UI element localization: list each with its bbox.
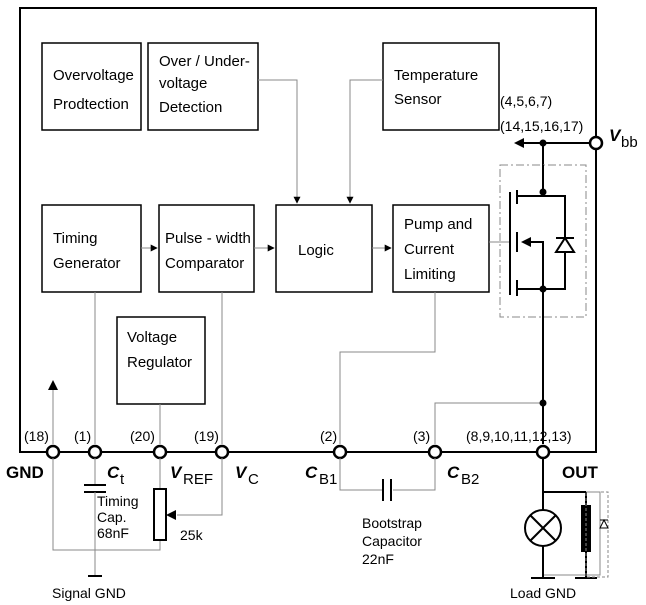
timing-generator-block: Timing Generator bbox=[41, 204, 142, 293]
vc-label: V bbox=[235, 463, 248, 482]
regulator-label-2: Regulator bbox=[127, 354, 192, 371]
overvoltage-block: Overvoltage Prodtection bbox=[41, 42, 142, 131]
pin-vbb-number-1: (4,5,6,7) bbox=[500, 93, 552, 109]
pin-cb2-terminal bbox=[427, 444, 443, 460]
gnd-up-arrow bbox=[48, 380, 58, 390]
vref-label: V bbox=[170, 463, 183, 482]
pin-ct-number: (1) bbox=[74, 428, 91, 444]
timing-cap-label-1: Timing bbox=[97, 493, 139, 509]
pin-out-number: (8,9,10,11,12,13) bbox=[466, 428, 572, 444]
cb1-label-sub: B1 bbox=[319, 471, 337, 488]
out-label: OUT bbox=[562, 463, 599, 482]
gnd-label: GND bbox=[6, 463, 44, 482]
overvoltage-label-1: Overvoltage bbox=[53, 67, 134, 84]
cb2-label: C bbox=[447, 463, 460, 482]
pump-label-1: Pump and bbox=[404, 216, 472, 233]
vref-label-sub: REF bbox=[183, 471, 213, 488]
pump-current-limiting-block: Pump and Current Limiting bbox=[392, 204, 490, 293]
pin-vc-number: (19) bbox=[194, 428, 219, 444]
signal-wires bbox=[52, 79, 543, 444]
overvoltage-label-2: Prodtection bbox=[53, 96, 129, 113]
pin-vbb-number-2: (14,15,16,17) bbox=[500, 118, 583, 134]
signal-gnd-label: Signal GND bbox=[52, 585, 126, 601]
temperature-label-1: Temperature bbox=[394, 67, 478, 84]
pot-label: 25k bbox=[180, 527, 204, 543]
logic-label: Logic bbox=[298, 242, 334, 259]
lamp-icon bbox=[524, 509, 562, 547]
ct-label-sub: t bbox=[120, 471, 125, 488]
regulator-label-1: Voltage bbox=[127, 329, 177, 346]
over-under-label-1: Over / Under- bbox=[159, 53, 250, 70]
temperature-label-2: Sensor bbox=[394, 91, 442, 108]
ct-label: C bbox=[107, 463, 120, 482]
timing-label-2: Generator bbox=[53, 255, 121, 272]
pin-out-terminal bbox=[535, 444, 551, 460]
pin-vref-terminal bbox=[152, 444, 168, 460]
pin-cb2-number: (3) bbox=[413, 428, 430, 444]
bootstrap-label-3: 22nF bbox=[362, 551, 394, 567]
cb2-label-sub: B2 bbox=[461, 471, 479, 488]
over-under-label-2: voltage bbox=[159, 75, 207, 92]
vbb-bus bbox=[514, 138, 591, 165]
pin-vref-number: (20) bbox=[130, 428, 155, 444]
vc-label-sub: C bbox=[248, 471, 259, 488]
bootstrap-capacitor: Bootstrap Capacitor 22nF bbox=[339, 458, 436, 567]
pulse-width-comparator-block: Pulse - width Comparator bbox=[158, 204, 255, 293]
power-mosfet bbox=[509, 165, 576, 317]
logic-block: Logic bbox=[275, 204, 373, 293]
vbb-label: V bbox=[609, 126, 622, 145]
bootstrap-label-2: Capacitor bbox=[362, 533, 422, 549]
timing-cap-label-2: Cap. bbox=[97, 509, 127, 525]
pin-gnd-number: (18) bbox=[24, 428, 49, 444]
pump-label-2: Current bbox=[404, 241, 455, 258]
potentiometer: 25k bbox=[153, 458, 223, 543]
pin-cb1-number: (2) bbox=[320, 428, 337, 444]
pin-ct-terminal bbox=[87, 444, 103, 460]
timing-capacitor: Timing Cap. 68nF bbox=[84, 458, 139, 575]
pin-vbb-terminal bbox=[588, 135, 604, 151]
vbb-label-sub: bb bbox=[621, 134, 638, 151]
pin-cb1-terminal bbox=[332, 444, 348, 460]
cb1-label: C bbox=[305, 463, 318, 482]
inductive-load-icon bbox=[581, 491, 609, 578]
signal-ground: Signal GND bbox=[52, 458, 161, 601]
voltage-regulator-block: Voltage Regulator bbox=[116, 316, 206, 405]
pulse-label-1: Pulse - width bbox=[165, 230, 251, 247]
temperature-sensor-block: Temperature Sensor bbox=[382, 42, 500, 131]
load-gnd-label: Load GND bbox=[510, 585, 576, 601]
pulse-label-2: Comparator bbox=[165, 255, 244, 272]
pin-vc-terminal bbox=[214, 444, 230, 460]
pump-label-3: Limiting bbox=[404, 266, 456, 283]
timing-label-1: Timing bbox=[53, 230, 97, 247]
over-under-voltage-block: Over / Under- voltage Detection bbox=[147, 42, 259, 131]
timing-cap-label-3: 68nF bbox=[97, 525, 129, 541]
over-under-label-3: Detection bbox=[159, 99, 222, 116]
pin-gnd-terminal bbox=[45, 444, 61, 460]
bootstrap-label-1: Bootstrap bbox=[362, 515, 422, 531]
